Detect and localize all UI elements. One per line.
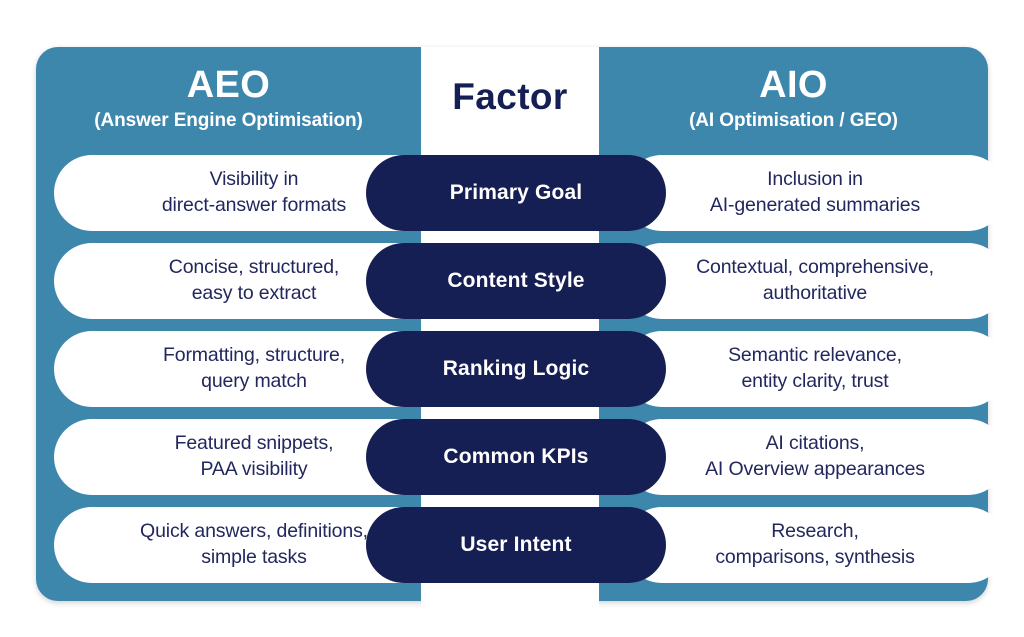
aio-cell-text: AI citations, <box>765 432 865 455</box>
column-header-factor: Factor <box>421 47 599 148</box>
factor-cell-label: Ranking Logic <box>442 357 590 380</box>
aeo-cell-text: easy to extract <box>191 282 317 304</box>
factor-cell-label: Content Style <box>447 269 585 292</box>
aeo-cell-text: Visibility in <box>209 168 299 191</box>
factor-cell-label: User Intent <box>460 533 572 556</box>
column-header-aio: AIO (AI Optimisation / GEO) <box>599 47 988 148</box>
aio-cell-text: Semantic relevance, <box>728 344 902 367</box>
aeo-cell-text: Quick answers, definitions, <box>140 520 368 543</box>
aio-cell-text: Contextual, comprehensive, <box>696 256 934 279</box>
aeo-cell-text: simple tasks <box>201 546 307 568</box>
aio-cell-lines: AI citations, AI Overview appearances <box>705 431 925 482</box>
aeo-cell-text: Formatting, structure, <box>162 344 345 367</box>
comparison-row: Formatting, structure, query match Semanti… <box>36 331 1006 407</box>
column-header-aio-title: AIO <box>759 63 828 106</box>
aio-cell-text: comparisons, synthesis <box>715 546 915 568</box>
aeo-cell-lines: Quick answers, definitions, simple tasks <box>140 519 368 570</box>
aeo-cell-text: Featured snippets, <box>174 432 334 455</box>
aeo-cell-lines: Formatting, structure, query match <box>163 343 345 394</box>
factor-cell-label: Common KPIs <box>443 445 589 468</box>
aio-cell-text: Research, <box>771 520 859 543</box>
aio-cell-lines: Contextual, comprehensive, authoritative <box>696 255 934 306</box>
column-header-aio-subtitle: (AI Optimisation / GEO) <box>689 110 898 132</box>
comparison-row: Featured snippets, PAA visibility AI citat… <box>36 419 1006 495</box>
comparison-row: Concise, structured, easy to extract Conte… <box>36 243 1006 319</box>
aeo-cell-lines: Visibility in direct-answer formats <box>162 167 346 218</box>
aeo-cell-lines: Concise, structured, easy to extract <box>168 255 340 306</box>
column-header-aeo-title: AEO <box>186 63 271 106</box>
comparison-row: Visibility in direct-answer formats Inclus… <box>36 155 1006 231</box>
aio-cell: Contextual, comprehensive, authoritative <box>624 243 1006 319</box>
aio-cell: Research, comparisons, synthesis <box>624 507 1006 583</box>
comparison-row: Quick answers, definitions, simple tasks R… <box>36 507 1006 583</box>
aio-cell-text: entity clarity, trust <box>741 370 889 392</box>
aio-cell: Inclusion in AI-generated summaries <box>624 155 1006 231</box>
column-header-aeo: AEO (Answer Engine Optimisation) <box>36 47 421 148</box>
factor-cell-label: Primary Goal <box>449 181 583 204</box>
column-header-aeo-subtitle: (Answer Engine Optimisation) <box>94 110 363 132</box>
aeo-cell-lines: Featured snippets, PAA visibility <box>175 431 334 482</box>
aio-cell-text: AI Overview appearances <box>705 458 925 480</box>
factor-cell: Ranking Logic <box>366 331 666 407</box>
aio-cell-text: authoritative <box>762 282 868 304</box>
aeo-cell-text: direct-answer formats <box>161 194 347 216</box>
aeo-cell-text: Concise, structured, <box>168 256 340 279</box>
aio-cell-text: Inclusion in <box>767 168 863 191</box>
factor-cell: Common KPIs <box>366 419 666 495</box>
aio-cell-lines: Semantic relevance, entity clarity, trust <box>728 343 902 394</box>
factor-cell: Content Style <box>366 243 666 319</box>
aio-cell-lines: Research, comparisons, synthesis <box>715 519 915 570</box>
aio-cell-lines: Inclusion in AI-generated summaries <box>710 167 920 218</box>
column-header-factor-title: Factor <box>452 76 568 118</box>
aeo-cell-text: PAA visibility <box>200 458 308 480</box>
aio-cell: Semantic relevance, entity clarity, trust <box>624 331 1006 407</box>
aio-cell: AI citations, AI Overview appearances <box>624 419 1006 495</box>
aio-cell-text: AI-generated summaries <box>709 194 921 216</box>
header-row: AEO (Answer Engine Optimisation) Factor … <box>36 47 988 148</box>
aeo-cell-text: query match <box>201 370 307 392</box>
factor-cell: Primary Goal <box>366 155 666 231</box>
factor-cell: User Intent <box>366 507 666 583</box>
